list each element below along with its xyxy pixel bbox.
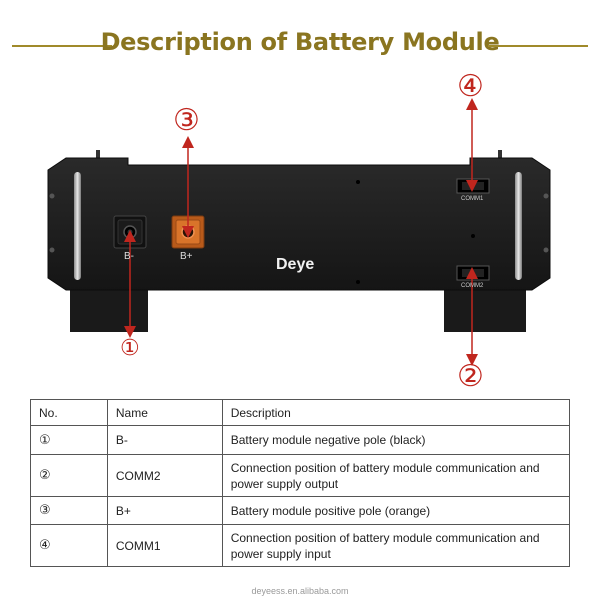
row-description: Battery module positive pole (orange) bbox=[221, 496, 571, 525]
page-title: Description of Battery Module bbox=[100, 28, 500, 56]
battery-module-illustration bbox=[47, 98, 551, 366]
handle-right bbox=[515, 172, 522, 280]
handle-left bbox=[74, 172, 81, 280]
row-no: ④ bbox=[30, 524, 108, 567]
ear-hole bbox=[543, 193, 549, 199]
footer-watermark: deyeess.en.alibaba.com bbox=[251, 586, 349, 596]
callout-3: ③ bbox=[173, 103, 200, 138]
row-description: Connection position of battery module co… bbox=[221, 454, 571, 497]
panel-screw bbox=[356, 180, 360, 184]
row-no: ③ bbox=[30, 496, 108, 525]
page-header: Description of Battery Module bbox=[0, 26, 600, 66]
description-table: No. Name Description ① B- Battery module… bbox=[30, 399, 571, 567]
table-row: ③ B+ Battery module positive pole (orang… bbox=[30, 496, 571, 525]
callout-4: ④ bbox=[457, 69, 484, 104]
row-name: COMM1 bbox=[106, 524, 223, 567]
module-foot-left bbox=[70, 290, 148, 332]
top-nub-right bbox=[498, 150, 502, 162]
header-no: No. bbox=[30, 399, 108, 426]
title-rule-left bbox=[12, 45, 112, 47]
panel-screw bbox=[471, 234, 475, 238]
title-rule-right bbox=[488, 45, 588, 47]
module-foot-right bbox=[444, 290, 526, 332]
table-header-row: No. Name Description bbox=[30, 399, 571, 426]
top-nub-left bbox=[96, 150, 100, 162]
comm1-label: COMM1 bbox=[461, 196, 484, 202]
battery-module-diagram: B- B+ COMM1 COMM2 Deye ① ③ ④ ② bbox=[0, 69, 600, 394]
row-no: ② bbox=[30, 454, 108, 497]
brand-logo: Deye bbox=[276, 256, 315, 273]
row-name: B- bbox=[106, 425, 223, 455]
b-minus-label: B- bbox=[124, 251, 134, 262]
table-row: ④ COMM1 Connection position of battery m… bbox=[30, 524, 571, 567]
panel-screw bbox=[356, 280, 360, 284]
b-plus-label: B+ bbox=[180, 251, 193, 262]
module-body bbox=[47, 157, 551, 291]
header-description: Description bbox=[221, 399, 571, 426]
row-description: Connection position of battery module co… bbox=[221, 524, 571, 567]
table-row: ① B- Battery module negative pole (black… bbox=[30, 425, 571, 455]
row-description: Battery module negative pole (black) bbox=[221, 425, 571, 455]
callout-2: ② bbox=[457, 359, 484, 394]
row-no: ① bbox=[30, 425, 108, 455]
ear-hole bbox=[543, 247, 549, 253]
comm2-label: COMM2 bbox=[461, 283, 484, 289]
ear-hole bbox=[49, 193, 55, 199]
row-name: B+ bbox=[106, 496, 223, 525]
header-name: Name bbox=[106, 399, 223, 426]
table-row: ② COMM2 Connection position of battery m… bbox=[30, 454, 571, 497]
callout-1: ① bbox=[120, 336, 140, 361]
row-name: COMM2 bbox=[106, 454, 223, 497]
component-table: No. Name Description ① B- Battery module… bbox=[30, 399, 571, 567]
ear-hole bbox=[49, 247, 55, 253]
